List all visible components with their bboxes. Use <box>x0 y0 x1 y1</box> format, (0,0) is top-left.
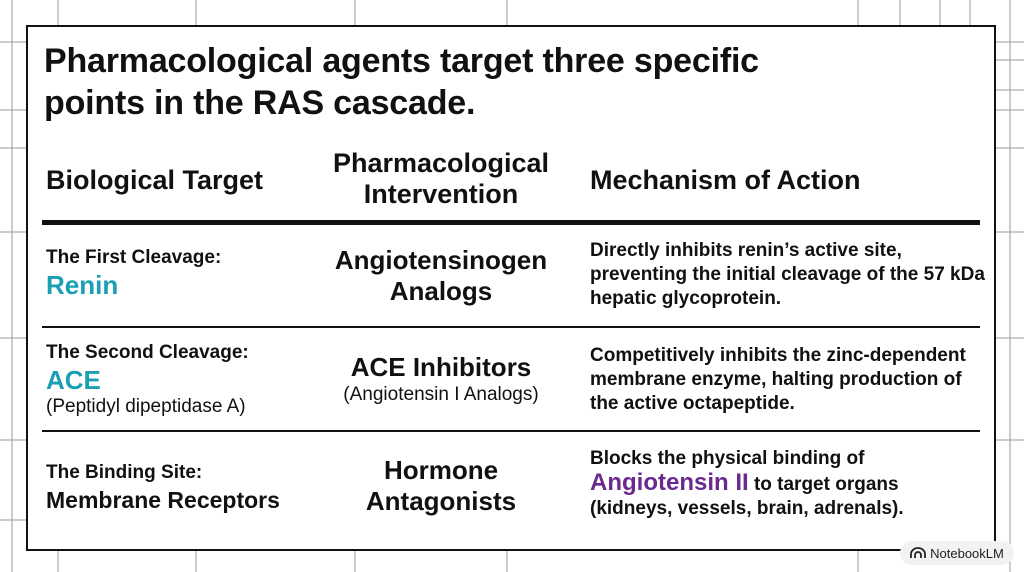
row-2-mechanism: Competitively inhibits the zinc-dependen… <box>590 345 966 414</box>
row-2-target-label: The Second Cleavage: <box>46 342 249 363</box>
row-2-target-sub: (Peptidyl dipeptidase A) <box>46 396 246 417</box>
row-divider-2 <box>42 430 980 432</box>
row-3-mechanism-post: to target organs (kidneys, vessels, brai… <box>590 474 904 519</box>
row-3-target-name: Membrane Receptors <box>46 487 280 513</box>
header-biological-target: Biological Target <box>46 165 264 195</box>
row-3-target: The Binding Site: Membrane Receptors <box>46 461 280 515</box>
notebooklm-logo-icon <box>910 547 927 558</box>
row-2-intervention-sub: (Angiotensin I Analogs) <box>343 384 539 405</box>
row-3-target-label: The Binding Site: <box>46 462 203 483</box>
row-3-intervention-name: Hormone Antagonists <box>365 455 517 516</box>
slide-title: Pharmacological agents target three spec… <box>44 42 759 122</box>
row-3-mechanism: Blocks the physical binding of Angiotens… <box>590 447 985 521</box>
row-2-intervention: ACE Inhibitors (Angiotensin I Analogs) <box>316 352 566 407</box>
row-1-target-name: Renin <box>46 270 119 300</box>
header-pharmacological-intervention: Pharmacological Intervention <box>332 148 550 209</box>
row-1-mechanism: Directly inhibits renin’s active site, p… <box>590 240 985 309</box>
row-divider-1 <box>42 326 980 328</box>
row-3-mechanism-pre: Blocks the physical binding of <box>590 448 865 469</box>
row-1-intervention: Angiotensinogen Analogs <box>316 245 566 307</box>
row-2-intervention-name: ACE Inhibitors <box>350 352 532 382</box>
row-1-target: The First Cleavage: Renin <box>46 246 221 300</box>
row-3-mechanism-highlight: Angiotensin II <box>590 469 749 496</box>
notebooklm-label: NotebookLM <box>930 545 1004 561</box>
row-2-target: The Second Cleavage: ACE (Peptidyl dipep… <box>46 341 249 419</box>
slide-frame <box>26 25 996 551</box>
notebooklm-badge: NotebookLM <box>900 541 1014 565</box>
header-divider <box>42 220 980 225</box>
row-3-intervention: Hormone Antagonists <box>316 455 566 517</box>
header-mechanism-of-action: Mechanism of Action <box>590 165 861 195</box>
row-1-intervention-name: Angiotensinogen Analogs <box>334 245 548 306</box>
row-2-target-name: ACE <box>46 365 101 395</box>
row-1-target-label: The First Cleavage: <box>46 247 222 268</box>
